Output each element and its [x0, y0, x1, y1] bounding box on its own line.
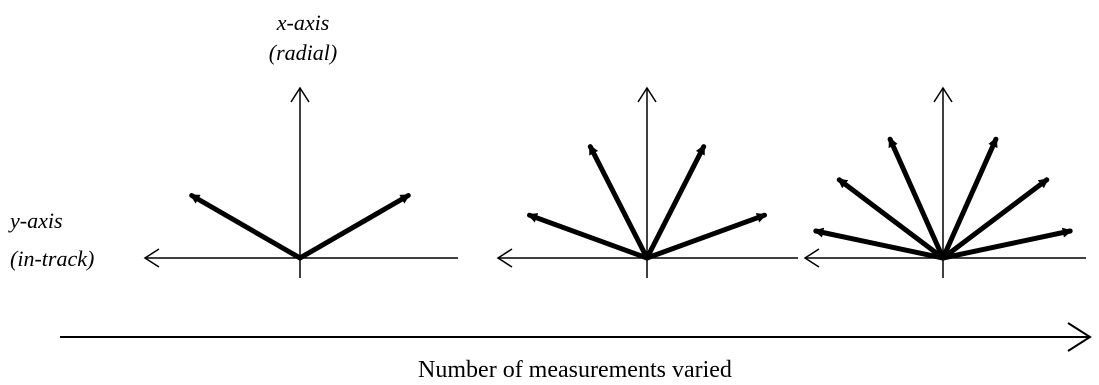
x-axis-arrowhead: [637, 86, 657, 103]
measurement-vector: [813, 227, 946, 261]
x-axis-arrowhead: [933, 86, 953, 103]
measurement-vector: [189, 193, 303, 261]
progression-arrow: [60, 322, 1092, 352]
measurement-vector: [644, 144, 707, 261]
x-axis-label: x-axis: [276, 10, 330, 35]
measurement-vector: [836, 177, 946, 261]
x-axis-arrowhead: [290, 86, 310, 103]
panel-two-measurements: [143, 86, 458, 278]
y-axis-arrowhead: [143, 248, 160, 268]
measurement-vector: [644, 212, 767, 261]
y-axis-arrowhead: [803, 248, 820, 268]
caption: Number of measurements varied: [418, 357, 732, 383]
measurement-vector: [587, 144, 650, 261]
measurement-vector: [940, 177, 1050, 261]
measurement-vector: [297, 193, 411, 261]
panel-four-measurements: [496, 86, 798, 278]
panel-six-measurements: [803, 86, 1086, 278]
measurement-vector: [940, 227, 1073, 261]
measurement-vector: [940, 136, 999, 261]
y-axis-label: y-axis: [8, 208, 63, 233]
y-axis-arrowhead: [496, 248, 513, 268]
x-axis-sublabel: (radial): [269, 40, 337, 65]
y-axis-sublabel: (in-track): [10, 246, 94, 271]
measurement-vector: [527, 212, 650, 261]
measurement-vector: [887, 136, 946, 261]
